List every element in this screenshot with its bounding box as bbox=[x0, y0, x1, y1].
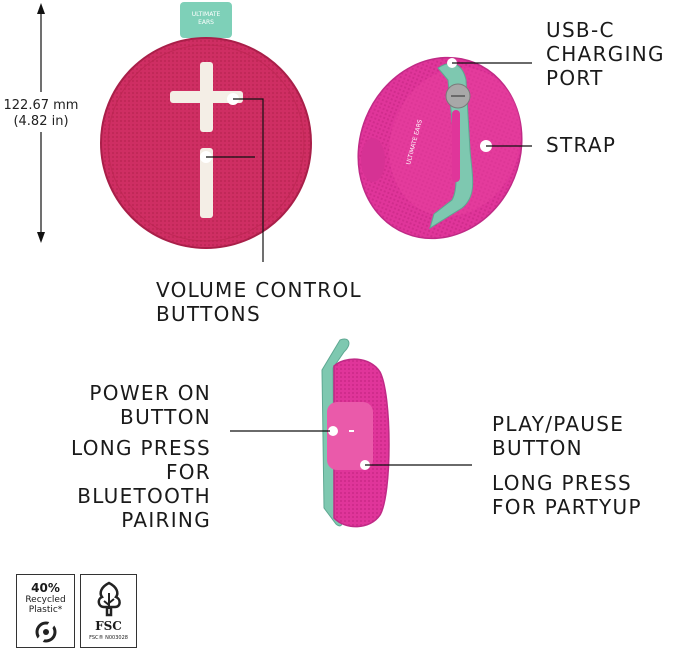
power-callout-dot bbox=[328, 426, 338, 436]
recycle-icon bbox=[35, 621, 57, 643]
bt-label-2: FOR bbox=[165, 460, 211, 484]
tag-text-2: EARS bbox=[198, 19, 214, 26]
fsc-badge: FSC FSC® N003028 bbox=[80, 574, 137, 648]
play-label-1: PLAY/PAUSE bbox=[492, 412, 625, 436]
volume-label-2: BUTTONS bbox=[156, 302, 261, 326]
power-label-2: BUTTON bbox=[120, 405, 211, 429]
fsc-code: FSC® N003028 bbox=[89, 635, 128, 641]
party-label-1: LONG PRESS bbox=[492, 471, 632, 495]
recycled-text-1: Recycled bbox=[25, 595, 66, 605]
height-dimension-arrow bbox=[8, 3, 74, 243]
speaker-back-view: ULTIMATE EARS bbox=[357, 56, 523, 240]
volume-leader-lines bbox=[206, 98, 264, 262]
fsc-text: FSC bbox=[95, 619, 122, 633]
bt-label-1: LONG PRESS bbox=[71, 436, 211, 460]
speaker-side-view bbox=[321, 338, 390, 528]
usb-label-3: PORT bbox=[546, 66, 604, 90]
recycled-plastic-badge: 40% Recycled Plastic* bbox=[16, 574, 75, 648]
side-button bbox=[361, 138, 385, 182]
party-label-2: FOR PARTYUP bbox=[492, 495, 642, 519]
usb-label-1: USB-C bbox=[546, 18, 615, 42]
volume-label-1: VOLUME CONTROL bbox=[156, 278, 362, 302]
volume-plus-horizontal bbox=[170, 91, 243, 103]
usb-label-2: CHARGING bbox=[546, 42, 665, 66]
strap-label: STRAP bbox=[546, 133, 617, 157]
strap-tag bbox=[180, 2, 232, 38]
play-label-2: BUTTON bbox=[492, 436, 583, 460]
fsc-tree-icon bbox=[97, 581, 121, 617]
power-label-1: POWER ON bbox=[89, 381, 211, 405]
volume-minus bbox=[200, 148, 213, 218]
bt-label-3: BLUETOOTH bbox=[77, 484, 211, 508]
recycled-percent: 40% bbox=[31, 581, 60, 595]
speaker-front-view bbox=[100, 2, 312, 249]
tag-text-1: ULTIMATE bbox=[192, 11, 221, 18]
height-dimension-in: (4.82 in) bbox=[13, 114, 69, 129]
bt-label-4: PAIRING bbox=[121, 508, 211, 532]
recycled-text-2: Plastic* bbox=[28, 605, 63, 615]
height-dimension-mm: 122.67 mm bbox=[3, 98, 79, 113]
button-panel bbox=[327, 402, 373, 470]
